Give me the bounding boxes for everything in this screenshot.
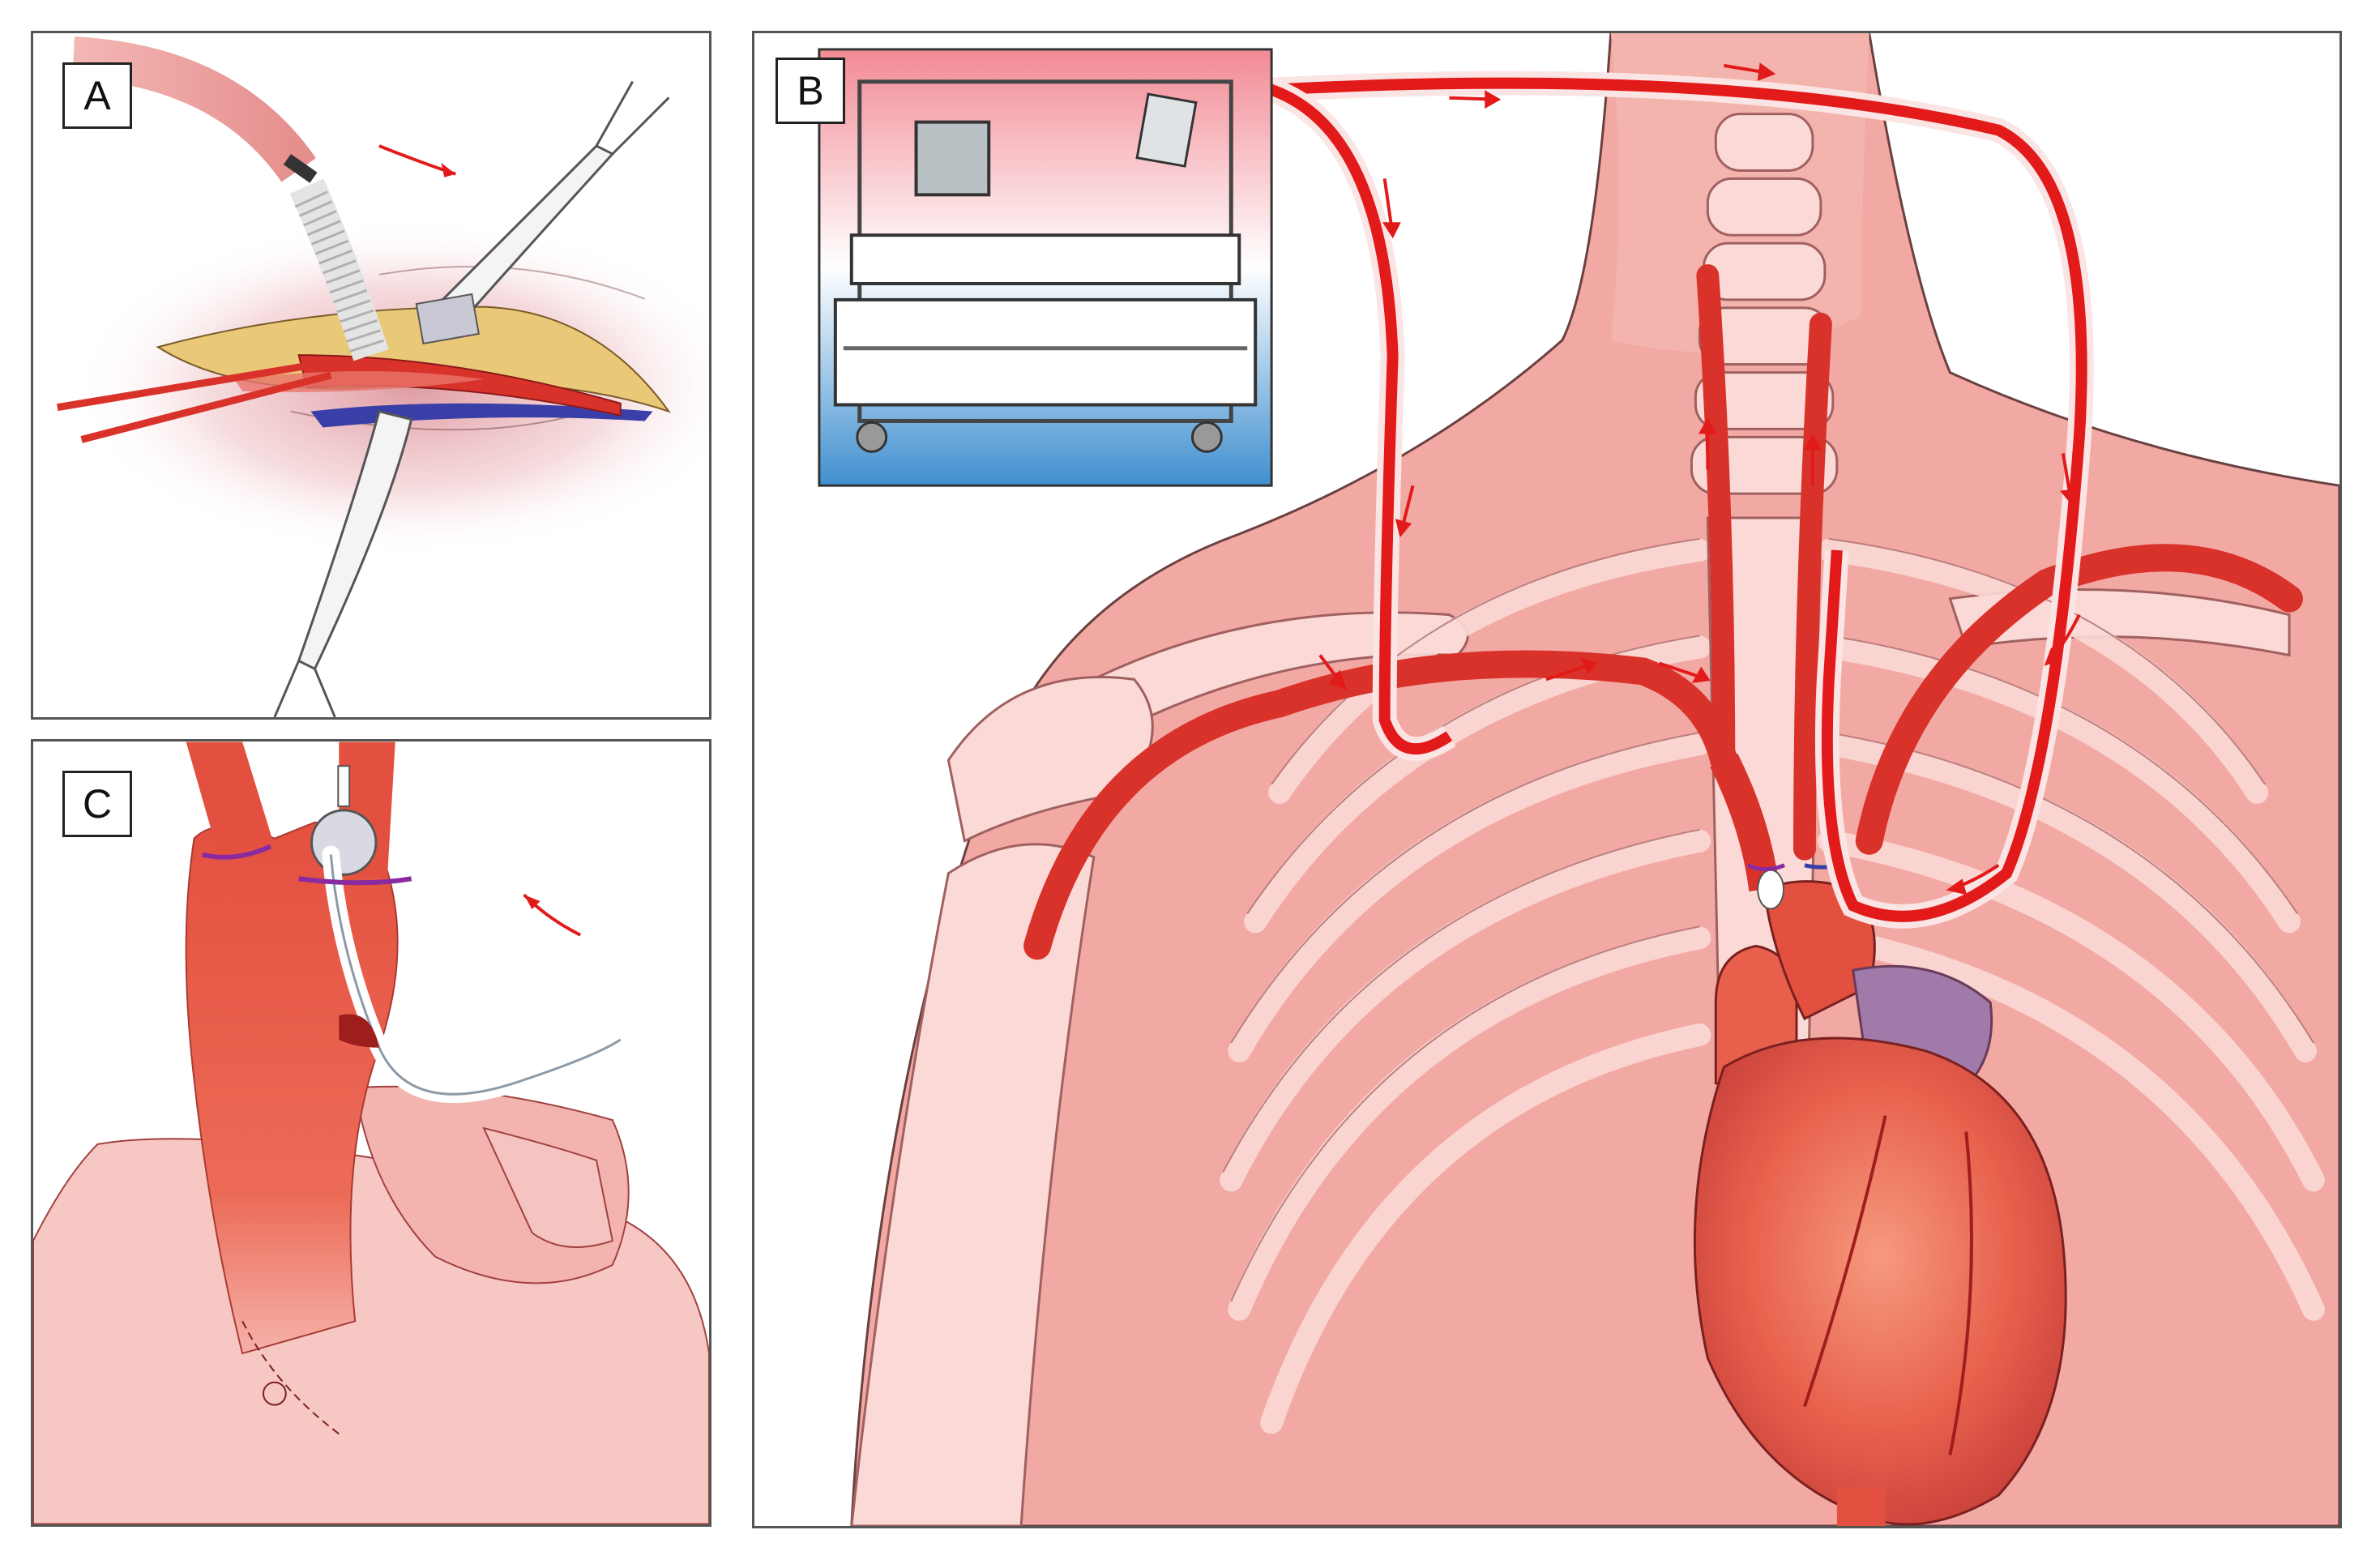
flow-arrows	[1318, 62, 2081, 895]
suture-line	[241, 1320, 340, 1435]
flow-arrow-head	[2044, 647, 2063, 666]
perfusion-machine-inset	[818, 48, 1273, 487]
vessel-loop	[57, 359, 324, 412]
flow-arrow-head	[441, 162, 456, 177]
innominate-artery	[186, 742, 275, 855]
shoulder-joint	[946, 676, 1154, 843]
panel-a-label: A	[62, 62, 132, 129]
machine-monitor	[1135, 92, 1198, 168]
vessel-loop	[80, 371, 332, 443]
ligature-carotid	[298, 876, 412, 886]
balloon-stem	[337, 765, 351, 807]
perfusion-branch	[1269, 84, 1453, 754]
flow-arrow-head	[523, 895, 541, 909]
panel-b: B	[752, 31, 2342, 1528]
humerus	[850, 843, 1096, 1526]
panel-c-label: C	[62, 771, 132, 837]
dacron-graft	[289, 178, 389, 361]
panel-c: C	[31, 739, 711, 1527]
graft-connector-ring	[283, 153, 318, 183]
rib-cage	[1220, 538, 2325, 1434]
right-common-carotid	[1696, 264, 1736, 772]
panel-a-illustration	[57, 36, 709, 717]
flow-arrow-head	[1946, 878, 1968, 895]
occlusion-balloon	[310, 809, 378, 876]
left-common-carotid	[1793, 312, 1832, 861]
machine-console	[849, 233, 1241, 285]
perfusion-line	[1271, 77, 2087, 922]
machine-wheel	[856, 421, 888, 453]
retractor-lower-prong	[273, 660, 336, 717]
ligature	[1747, 863, 1785, 872]
dacron-graft-crimp	[294, 190, 384, 353]
left-subclavian-artery	[1855, 544, 2303, 855]
flow-arrow-head	[1485, 90, 1502, 109]
flow-arrow-head	[1580, 657, 1598, 675]
occlusion-balloon	[1757, 869, 1785, 910]
retractor-lower	[297, 409, 413, 671]
machine-screen	[914, 120, 991, 197]
rib-outlines	[1222, 537, 2314, 1302]
graft-tube	[72, 36, 316, 182]
flow-arrow-head	[1328, 669, 1348, 690]
flow-arrow-head	[1691, 666, 1711, 683]
coronary-artery	[1803, 1115, 1887, 1408]
retractor-upper-prong	[595, 80, 670, 156]
panel-b-label: B	[776, 58, 845, 124]
heart	[1693, 1036, 2067, 1526]
coronary-ostium	[262, 1381, 287, 1406]
aortotomy	[339, 1014, 379, 1048]
retractor-blade	[415, 293, 481, 345]
coronary-artery	[1948, 1131, 1973, 1455]
pulmonary-artery	[482, 1126, 614, 1248]
flow-arrow-head	[2060, 488, 2079, 505]
flow-arrow-head	[1395, 519, 1412, 538]
machine-wheel	[1190, 421, 1223, 453]
skin-fold-line	[378, 265, 645, 300]
panel-a: A	[31, 31, 711, 720]
catheter-tube-edge	[329, 854, 622, 1096]
flow-arrow-head	[1698, 417, 1717, 434]
panel-c-illustration	[33, 742, 709, 1524]
flow-arrow-head	[1382, 222, 1401, 239]
machine-base	[833, 297, 1258, 407]
panel-b-illustration	[818, 33, 2339, 1526]
ligature-innominate	[201, 844, 272, 860]
flow-arrow-head	[1757, 62, 1776, 81]
flow-arrow-head	[1803, 434, 1822, 451]
descending-aorta	[1836, 1487, 1886, 1526]
